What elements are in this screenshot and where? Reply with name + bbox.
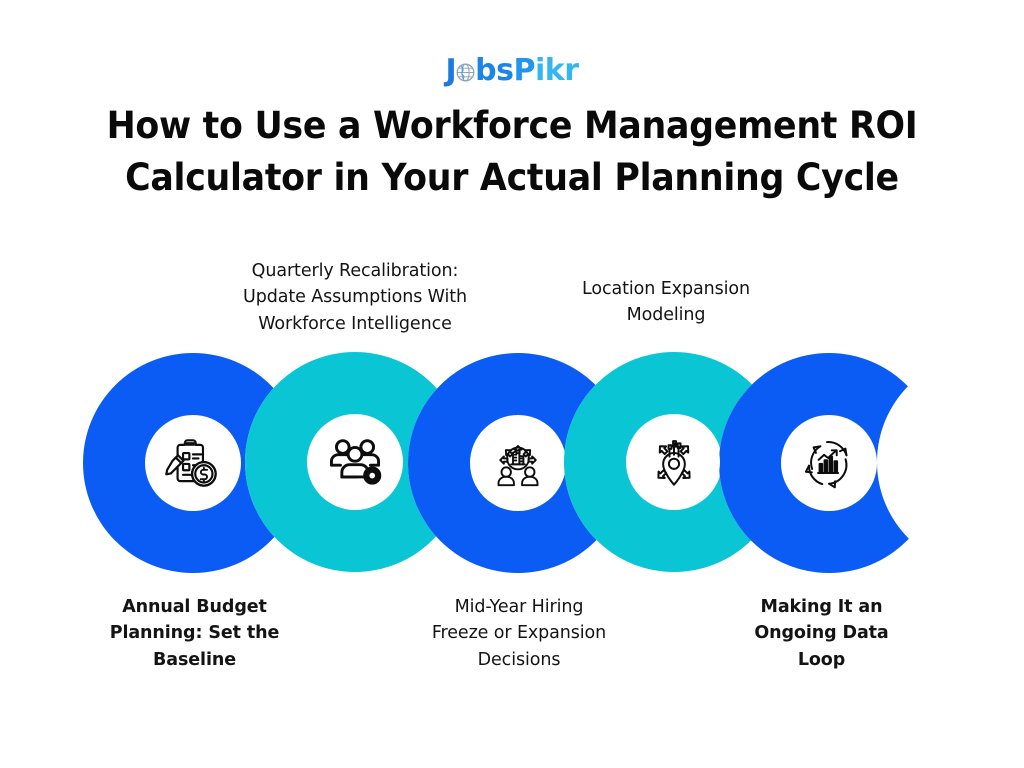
step-4-caption-line-2: Modeling — [626, 305, 706, 326]
step-3-caption-line-1: Mid-Year Hiring — [454, 597, 584, 617]
people-gear-icon — [329, 439, 382, 485]
step-2-icon-bubble — [309, 416, 401, 508]
step-1-caption-line-1: Annual Budget — [122, 597, 267, 617]
step-2-caption: Quarterly Recalibration: Update Assumpti… — [215, 258, 495, 337]
building-expansion-icon — [497, 445, 539, 487]
step-1-icon-bubble — [147, 417, 239, 509]
step-5-caption-line-2: Ongoing Data — [754, 623, 889, 644]
map-pin-growth-icon — [657, 440, 691, 486]
step-2-caption-line-3: Workforce Intelligence — [258, 313, 452, 334]
step-5-icon-bubble — [783, 417, 875, 509]
step-4-caption: Location Expansion Modeling — [548, 276, 784, 329]
step-3-caption-line-2: Freeze or Expansion — [431, 623, 607, 644]
step-4-icon-bubble — [628, 416, 720, 508]
step-3-caption-line-3: Decisions — [477, 649, 561, 670]
clipboard-dollar-icon — [165, 439, 217, 487]
step-5-caption-line-1: Making It an — [760, 597, 883, 617]
step-5-caption-line-3: Loop — [797, 649, 846, 670]
data-loop-chart-icon — [804, 441, 848, 489]
step-5-caption: Making It an Ongoing Data Loop — [734, 594, 909, 673]
step-4-caption-line-1: Location Expansion — [582, 279, 750, 299]
step-2-caption-line-1: Quarterly Recalibration: — [251, 261, 459, 281]
step-3-caption: Mid-Year Hiring Freeze or Expansion Deci… — [410, 594, 628, 673]
step-1-caption-line-2: Planning: Set the — [109, 623, 280, 644]
step-1-caption-line-3: Baseline — [153, 649, 236, 670]
step-3-icon-bubble — [472, 417, 564, 509]
step-1-caption: Annual Budget Planning: Set the Baseline — [93, 594, 296, 673]
step-2-caption-line-2: Update Assumptions With — [242, 287, 468, 308]
